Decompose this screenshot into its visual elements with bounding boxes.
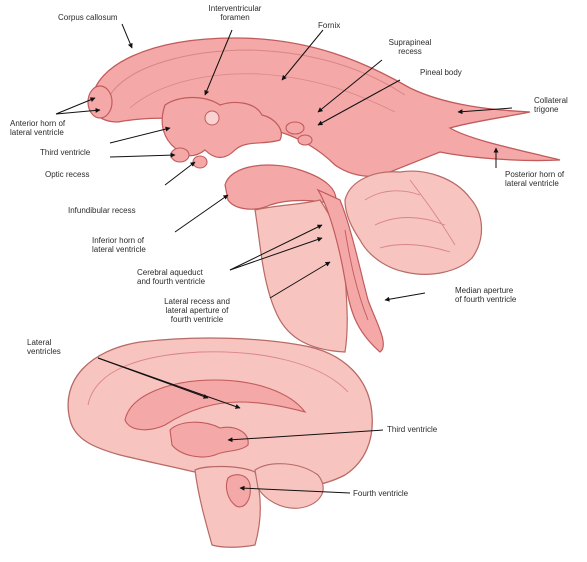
label-collateral-trigone-line2: trigone xyxy=(534,105,568,114)
label-cerebral-aqueduct-line1: Cerebral aqueduct xyxy=(137,268,205,277)
label-interventricular-foramen: Interventricular foramen xyxy=(198,4,272,22)
label-third-ventricle-lower: Third ventricle xyxy=(387,425,437,434)
label-anterior-horn-line2: lateral ventricle xyxy=(10,128,65,137)
label-median-aperture: Median aperture of fourth ventricle xyxy=(455,286,516,304)
label-lateral-recess-line2: lateral aperture of xyxy=(142,306,252,315)
label-suprapineal-recess-line2: recess xyxy=(380,47,440,56)
label-median-aperture-line1: Median aperture xyxy=(455,286,516,295)
label-median-aperture-line2: of fourth ventricle xyxy=(455,295,516,304)
label-inferior-horn-line1: Inferior horn of xyxy=(92,236,146,245)
anterior-horn xyxy=(88,86,112,118)
label-cerebral-aqueduct-line2: and fourth ventricle xyxy=(137,277,205,286)
label-suprapineal-recess-line1: Suprapineal xyxy=(380,38,440,47)
cerebral-hemisphere xyxy=(68,338,372,488)
label-corpus-callosum: Corpus callosum xyxy=(58,13,118,22)
label-inferior-horn: Inferior horn of lateral ventricle xyxy=(92,236,146,254)
label-suprapineal-recess: Suprapineal recess xyxy=(380,38,440,56)
cerebellum xyxy=(345,171,482,274)
label-inferior-horn-line2: lateral ventricle xyxy=(92,245,146,254)
label-collateral-trigone: Collateral trigone xyxy=(534,96,568,114)
label-lateral-recess-line3: fourth ventricle xyxy=(142,315,252,324)
label-infundibular-recess: Infundibular recess xyxy=(68,206,136,215)
label-fourth-ventricle: Fourth ventricle xyxy=(353,489,408,498)
label-interventricular-foramen-line1: Interventricular xyxy=(198,4,272,13)
label-interventricular-foramen-line2: foramen xyxy=(198,13,272,22)
label-lateral-ventricles-line1: Lateral xyxy=(27,338,61,347)
label-fornix: Fornix xyxy=(318,21,340,30)
label-lateral-ventricles-line2: ventricles xyxy=(27,347,61,356)
label-third-ventricle-upper: Third ventricle xyxy=(40,148,90,157)
label-lateral-ventricles: Lateral ventricles xyxy=(27,338,61,356)
label-collateral-trigone-line1: Collateral xyxy=(534,96,568,105)
lower-brain-outline xyxy=(68,338,372,547)
label-optic-recess: Optic recess xyxy=(45,170,89,179)
label-anterior-horn-line1: Anterior horn of xyxy=(10,119,65,128)
label-anterior-horn: Anterior horn of lateral ventricle xyxy=(10,119,65,137)
label-posterior-horn-line1: Posterior horn of xyxy=(505,170,564,179)
label-lateral-recess-line1: Lateral recess and xyxy=(142,297,252,306)
label-posterior-horn-line2: lateral ventricle xyxy=(505,179,564,188)
label-pineal-body: Pineal body xyxy=(420,68,462,77)
label-posterior-horn: Posterior horn of lateral ventricle xyxy=(505,170,564,188)
label-cerebral-aqueduct: Cerebral aqueduct and fourth ventricle xyxy=(137,268,205,286)
label-lateral-recess: Lateral recess and lateral aperture of f… xyxy=(142,297,252,324)
